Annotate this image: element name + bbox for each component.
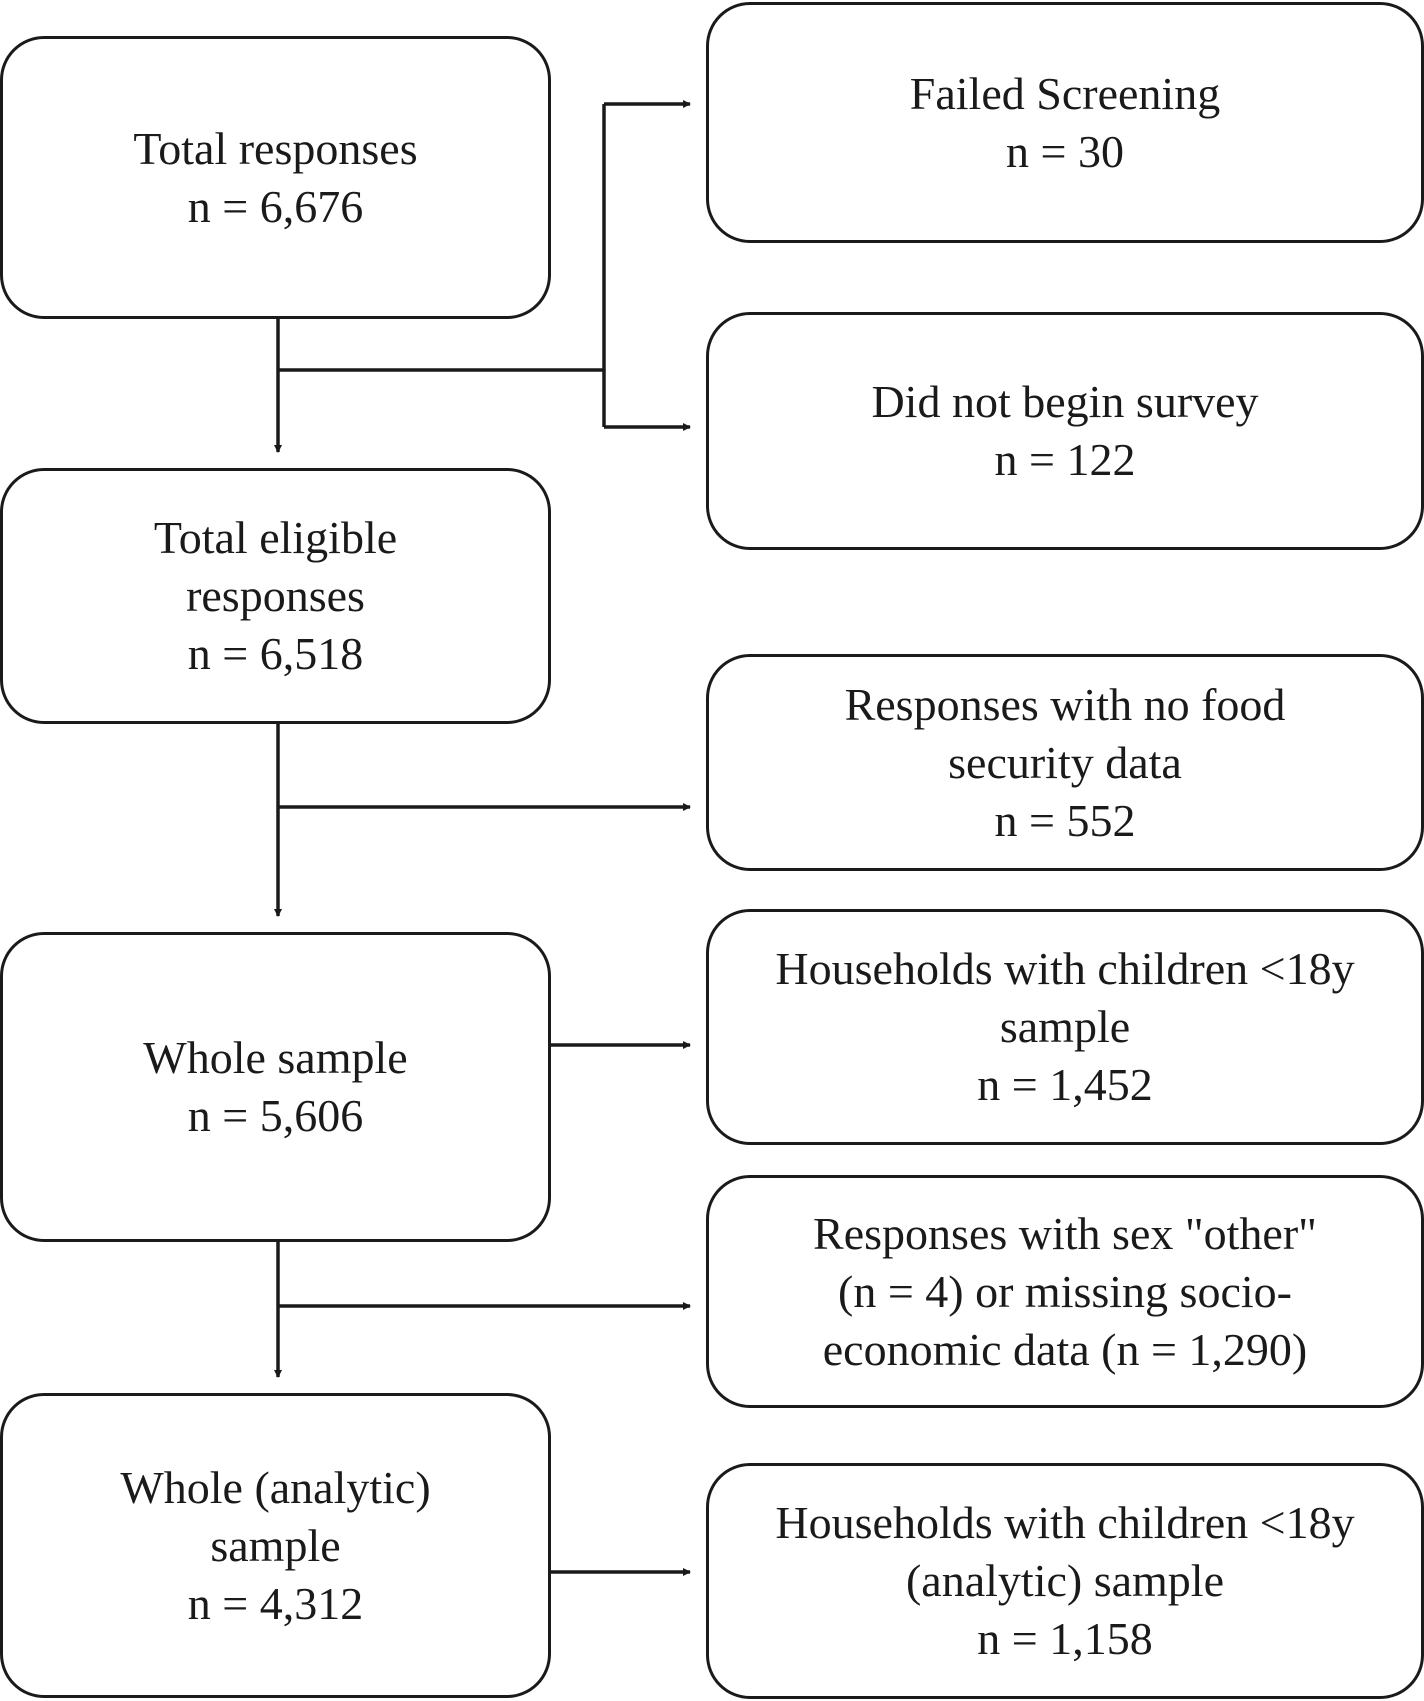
- box-failed-screening-label: Failed Screening: [909, 67, 1221, 119]
- box-sex-other-line-1: Responses with sex "other": [813, 1207, 1317, 1259]
- box-no-food-security-data: Responses with no food security data n =…: [706, 654, 1424, 871]
- box-total-eligible-label-1: Total eligible: [153, 512, 398, 563]
- box-total-responses-label: Total responses: [133, 122, 418, 174]
- box-children-analytic-label-1: Households with children <18y: [775, 1497, 1355, 1548]
- box-no-food-count: n = 552: [994, 794, 1136, 846]
- box-did-not-begin-count: n = 122: [994, 434, 1136, 485]
- box-did-not-begin-survey: Did not begin survey n = 122: [706, 312, 1424, 550]
- box-households-with-children: Households with children <18y sample n =…: [706, 909, 1424, 1145]
- box-sex-other-line-3: economic data (n = 1,290): [822, 1323, 1308, 1375]
- box-total-responses-count: n = 6,676: [187, 180, 364, 232]
- box-sex-other-line-2: (n = 4) or missing socio-: [838, 1265, 1292, 1317]
- box-failed-screening: Failed Screening n = 30: [706, 2, 1424, 243]
- box-whole-analytic-sample: Whole (analytic) sample n = 4,312: [0, 1393, 551, 1698]
- box-failed-screening-count: n = 30: [1006, 125, 1124, 177]
- box-whole-analytic-label-1: Whole (analytic): [120, 1461, 431, 1513]
- box-whole-sample-count: n = 5,606: [187, 1090, 364, 1141]
- box-did-not-begin-label: Did not begin survey: [871, 376, 1259, 427]
- box-households-children-label-1: Households with children <18y: [775, 943, 1355, 994]
- box-sex-other-or-missing: Responses with sex "other" (n = 4) or mi…: [706, 1175, 1424, 1408]
- box-total-eligible-label-2: responses: [186, 570, 365, 621]
- box-total-eligible-responses: Total eligible responses n = 6,518: [0, 468, 551, 724]
- box-no-food-label-2: security data: [948, 736, 1182, 788]
- box-households-children-label-2: sample: [999, 1001, 1131, 1052]
- box-whole-analytic-count: n = 4,312: [187, 1577, 364, 1629]
- box-households-children-analytic: Households with children <18y (analytic)…: [706, 1463, 1424, 1699]
- box-total-eligible-count: n = 6,518: [187, 628, 364, 679]
- box-whole-sample-label: Whole sample: [143, 1032, 408, 1083]
- box-children-analytic-label-2: (analytic) sample: [905, 1555, 1225, 1606]
- box-children-analytic-count: n = 1,158: [977, 1613, 1153, 1664]
- box-whole-analytic-label-2: sample: [210, 1519, 341, 1571]
- box-no-food-label-1: Responses with no food: [844, 678, 1286, 730]
- box-households-children-count: n = 1,452: [977, 1059, 1153, 1110]
- box-whole-sample: Whole sample n = 5,606: [0, 932, 551, 1242]
- box-total-responses: Total responses n = 6,676: [0, 36, 551, 319]
